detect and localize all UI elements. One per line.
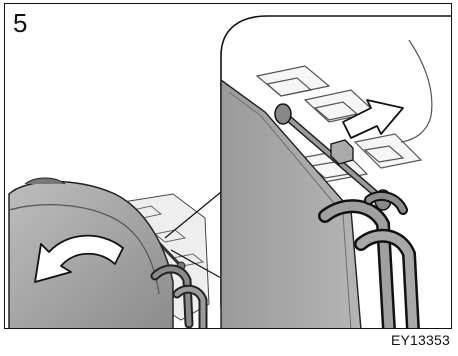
figure-frame: 5 [4, 3, 452, 329]
seat-illustration [5, 4, 452, 329]
figure-code: EY13353 [391, 332, 450, 348]
small-view [9, 178, 209, 329]
zoom-inset [221, 16, 452, 329]
step-number: 5 [13, 10, 27, 36]
